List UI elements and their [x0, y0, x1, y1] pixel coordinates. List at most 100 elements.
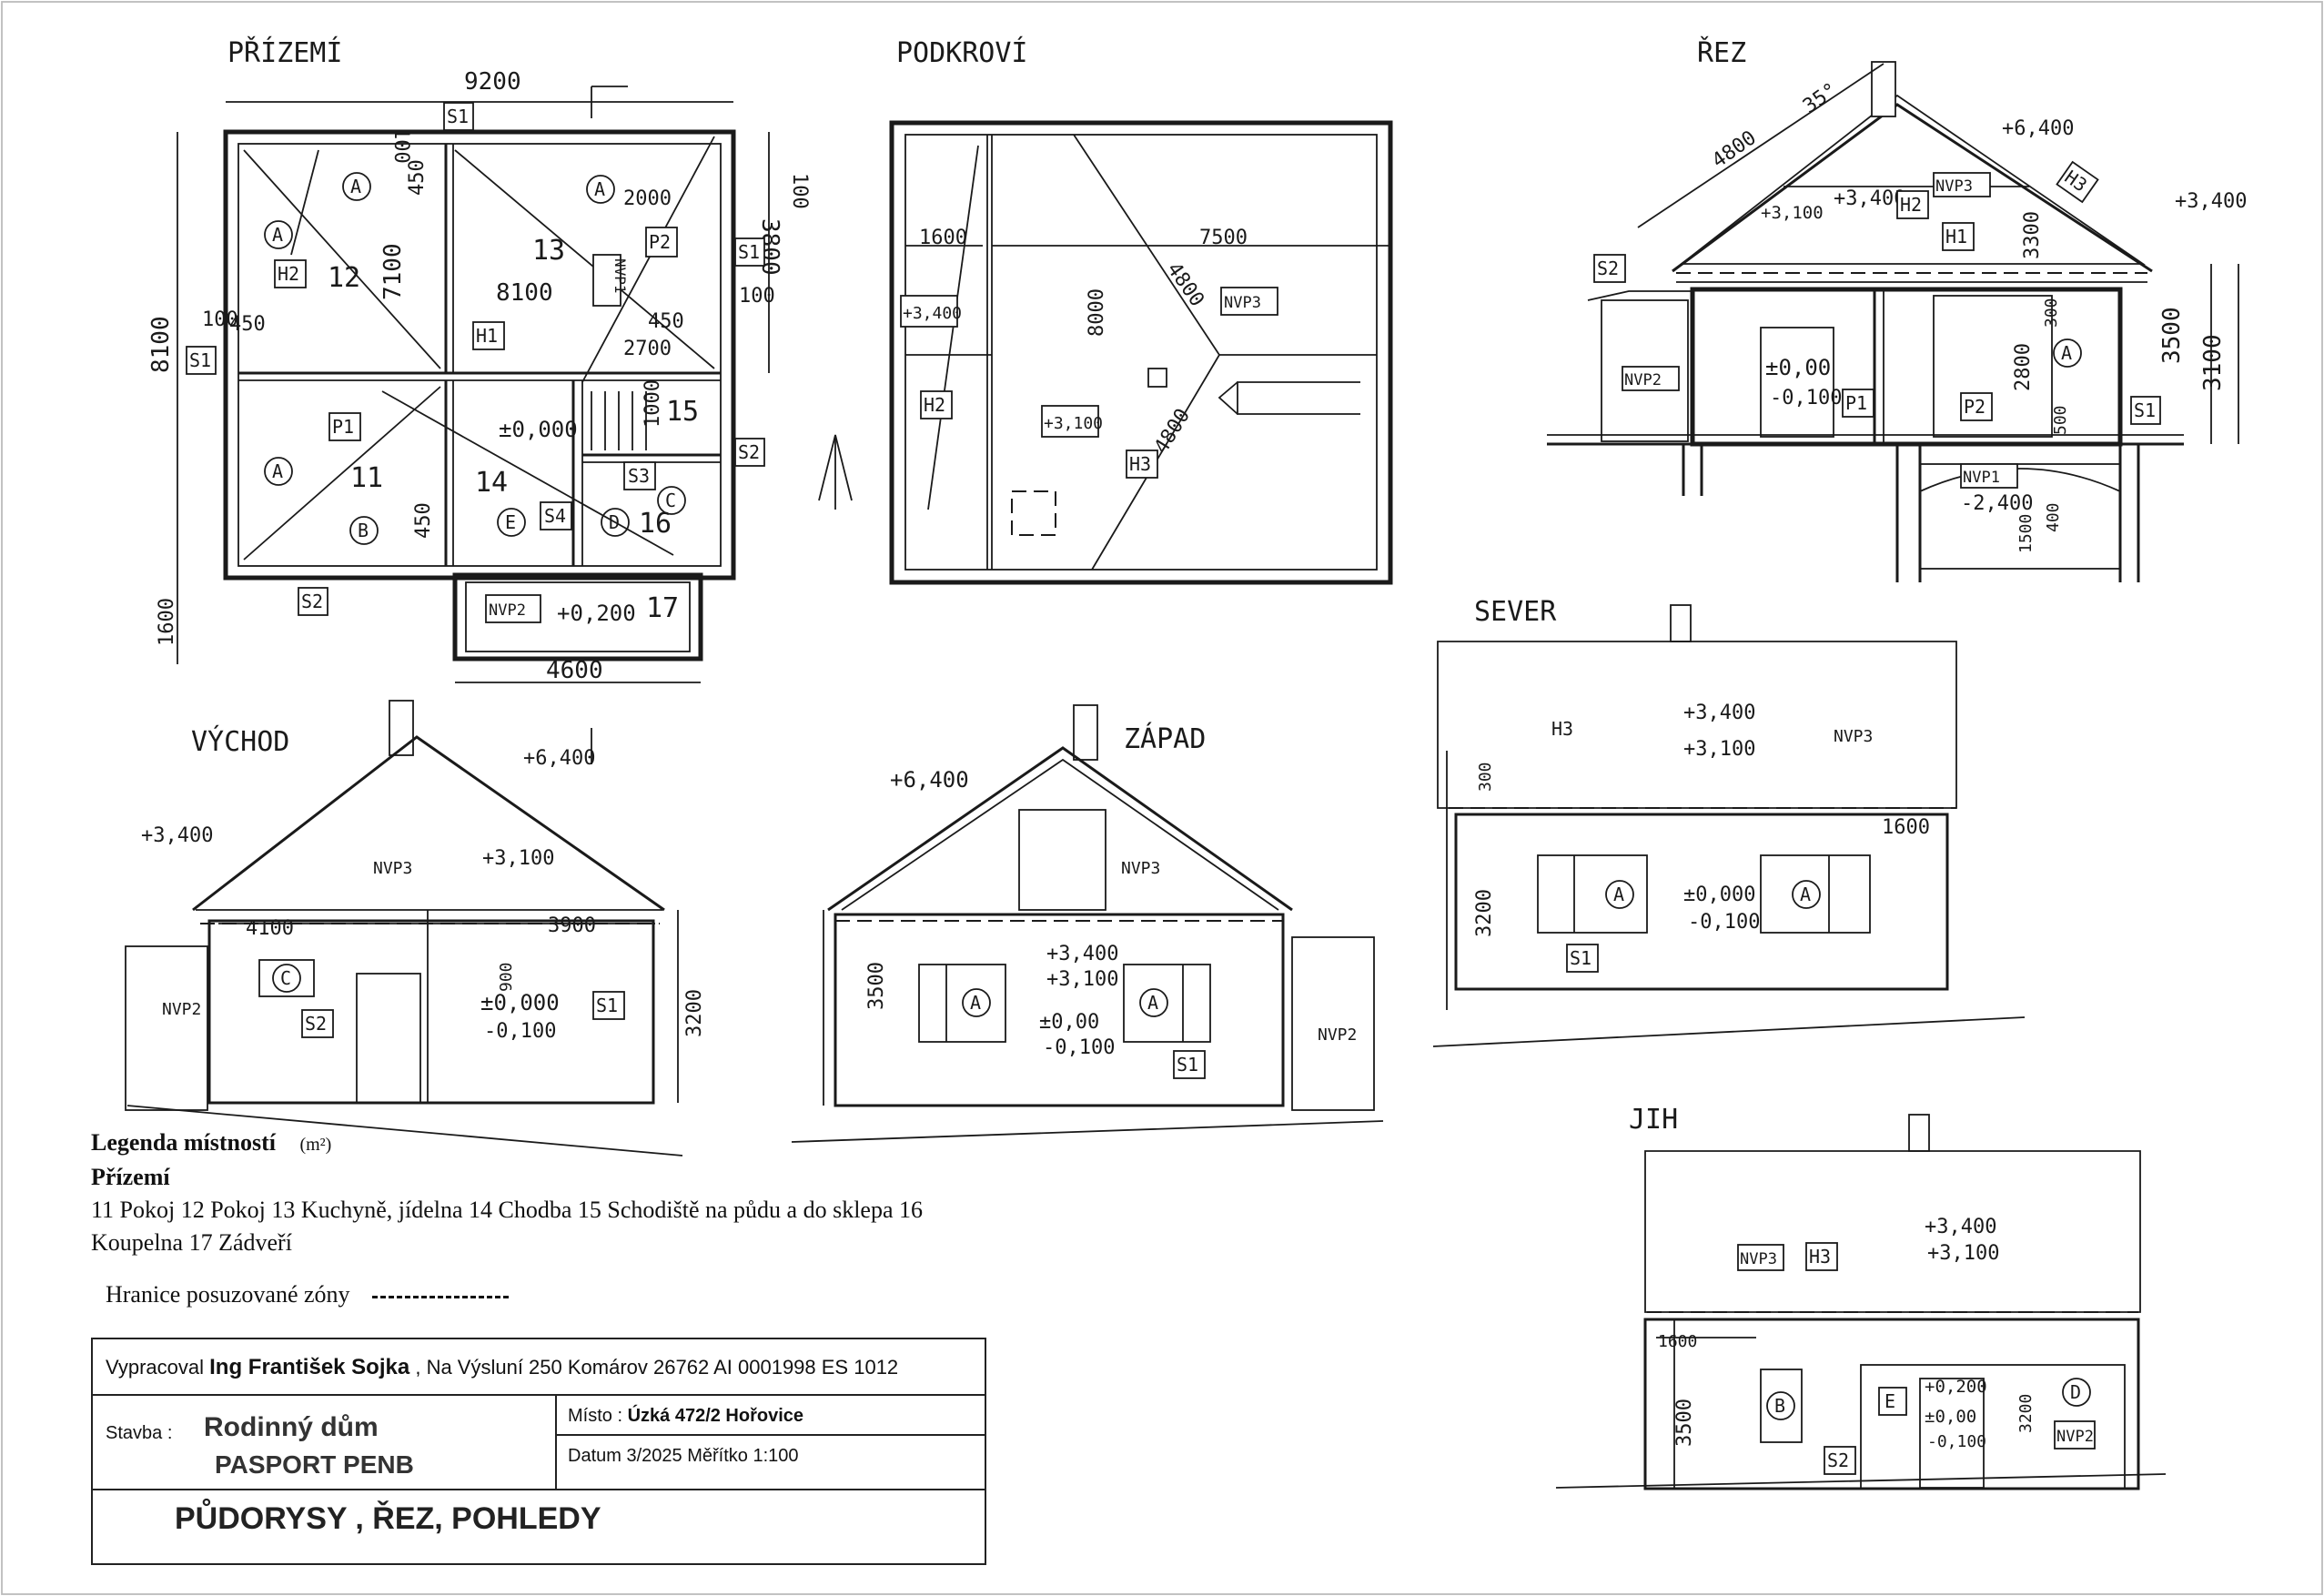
- dim-line: [1637, 63, 1884, 228]
- window-tag-e: E: [505, 511, 516, 533]
- tag-nvp3: NVP3: [1224, 294, 1261, 312]
- chimney: [1670, 604, 1692, 642]
- window: [258, 959, 315, 997]
- vestibule-wall: [452, 572, 703, 662]
- dim-450: 450: [648, 310, 684, 333]
- tag-s1: S1: [447, 106, 469, 127]
- dim-35deg: 35°: [1799, 79, 1842, 118]
- north-elevation: SEVER H3 NVP3 +3,400 +3,100 ±0,000 -0,10…: [1432, 596, 2026, 1047]
- dim-900: 900: [497, 962, 516, 992]
- author-label: Vypracoval: [106, 1356, 205, 1379]
- dim-450: 450: [412, 502, 435, 539]
- window-tag-a: A: [1800, 884, 1811, 905]
- dim-4800: 4800: [1162, 258, 1208, 311]
- level-z-3100: +3,100: [1046, 968, 1118, 991]
- stavba-line1: Rodinný dům: [204, 1412, 379, 1442]
- tag-h3: H3: [1129, 453, 1151, 475]
- tag-nvp2: NVP2: [1318, 1025, 1357, 1045]
- level-p-0200: +0,200: [557, 601, 636, 626]
- window: [1537, 854, 1648, 934]
- dim-1000: 1000: [642, 379, 664, 428]
- tag-nvp2: NVP2: [1624, 371, 1662, 389]
- level-j-3100: +3,100: [1927, 1242, 1999, 1265]
- vestibule-inner: [465, 581, 691, 652]
- diagonal: [581, 136, 715, 383]
- window-tag-b: B: [1774, 1395, 1785, 1417]
- wall-face: [834, 913, 1285, 1107]
- level-r-3400: +3,400: [2175, 190, 2247, 213]
- zone-boundary-legend: Hranice posuzované zóny: [106, 1281, 509, 1308]
- title-block-author: Vypracoval Ing František Sojka , Na Výsl…: [93, 1339, 985, 1396]
- window-tag-a: A: [1147, 992, 1158, 1014]
- tag-s2: S2: [1827, 1450, 1849, 1471]
- roof-gable-inner: [841, 758, 1279, 911]
- meritko-value: 1:100: [753, 1446, 799, 1466]
- window-tag-a: A: [272, 460, 283, 482]
- window-tag-a: A: [350, 176, 361, 197]
- cellar-vault: [1919, 468, 2121, 492]
- tag-s3: S3: [628, 465, 650, 487]
- roof-gable: [192, 735, 665, 912]
- window-tag-a: A: [272, 224, 283, 246]
- roof-outline: [1679, 94, 2146, 265]
- ground-floor-plan: PŘÍZEMÍ: [147, 36, 811, 764]
- dim-2700: 2700: [623, 338, 672, 360]
- roof-ridge-lines: [1073, 134, 1221, 571]
- tag-p1: P1: [332, 416, 354, 438]
- tag-p2: P2: [649, 231, 671, 253]
- window: [1760, 1369, 1803, 1443]
- chimney: [1147, 368, 1167, 388]
- stair-arrow-head: [1218, 381, 1238, 415]
- room-14: 14: [475, 467, 508, 499]
- level-z-3400: +3,400: [1046, 943, 1118, 965]
- roof-gable: [827, 746, 1293, 912]
- terrain: [1432, 1016, 2026, 1047]
- tag-nvp2: NVP2: [489, 601, 526, 620]
- room-17: 17: [646, 592, 679, 624]
- dim-450: 450: [406, 159, 429, 196]
- tag-nvp3: NVP3: [1834, 727, 1873, 746]
- window-tag-a: A: [594, 178, 605, 200]
- terrain: [1555, 1473, 2167, 1489]
- chimney: [1871, 61, 1896, 117]
- dim-450: 450: [229, 313, 266, 336]
- tag-s2: S2: [301, 591, 323, 612]
- window-tag-a: A: [970, 992, 981, 1014]
- view-title-prizemi: PŘÍZEMÍ: [227, 36, 342, 69]
- west-elevation: ZÁPAD 3500 +6,400 +3,400 +3,100 ±0,00 -0…: [791, 704, 1384, 1143]
- diagonal: [243, 386, 441, 561]
- level-j-000: ±0,00: [1925, 1407, 1976, 1427]
- tag-s1: S1: [1177, 1054, 1198, 1076]
- stavba-label: Stavba :: [106, 1423, 173, 1443]
- tag-nvp1: NVP1: [611, 258, 629, 294]
- terrain: [791, 1120, 1384, 1143]
- legend-floor: Přízemí: [91, 1164, 170, 1190]
- attic-outline: [889, 120, 1393, 585]
- diagonal: [243, 149, 441, 369]
- window: [1123, 964, 1211, 1043]
- level-v-3400: +3,400: [141, 824, 213, 847]
- author-address: , Na Výsluní 250 Komárov 26762 AI 000199…: [415, 1356, 899, 1379]
- drawing-title: PŮDORYSY , ŘEZ, POHLEDY: [175, 1501, 601, 1536]
- wall-face: [207, 919, 655, 1105]
- terrain: [126, 1105, 683, 1157]
- vestibule: [1291, 936, 1375, 1111]
- dim-100: 100: [788, 173, 811, 209]
- dim-9200: 9200: [464, 68, 521, 96]
- level-r-3100: +3,100: [1761, 203, 1824, 223]
- dim-3300: 3300: [2021, 211, 2044, 259]
- tag-h2: H2: [1900, 194, 1922, 216]
- level-j-3400: +3,400: [1925, 1216, 1996, 1238]
- section-view: ŘEZ 4800 35° 3300 300 2800 3500 3100 5: [1547, 36, 2247, 582]
- dim-1600: 1600: [1658, 1332, 1697, 1351]
- tag-h2: H2: [924, 394, 945, 416]
- room-legend: Legenda místností (m²) Přízemí 11 Pokoj …: [91, 1126, 1010, 1259]
- vestibule-section: [1601, 299, 1689, 442]
- level-s-3100: +3,100: [1683, 738, 1755, 761]
- dim-300: 300: [2042, 298, 2061, 328]
- level-s-000: ±0,000: [1683, 884, 1755, 906]
- level-r-0100: -0,100: [1770, 387, 1842, 409]
- dim-1600: 1600: [919, 227, 967, 249]
- tag-nvp3: NVP3: [1740, 1250, 1777, 1268]
